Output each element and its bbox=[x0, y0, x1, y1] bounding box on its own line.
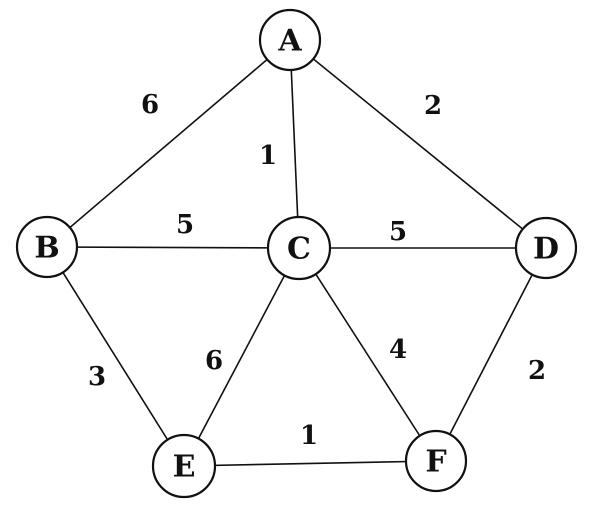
node-a-label: A bbox=[277, 24, 302, 59]
node-d-circle bbox=[514, 216, 578, 280]
node-f-label: F bbox=[425, 445, 446, 480]
weight-a-d: 2 bbox=[424, 91, 442, 121]
weight-a-c: 1 bbox=[259, 141, 277, 171]
node-d-label: D bbox=[533, 232, 559, 267]
node-d: D bbox=[514, 216, 578, 280]
edge-b-c bbox=[46, 246, 300, 249]
edge-b-e bbox=[46, 246, 185, 467]
node-e-label: E bbox=[173, 450, 196, 485]
edge-a-d bbox=[289, 39, 547, 249]
node-c-label: C bbox=[287, 232, 311, 267]
weight-e-f: 1 bbox=[300, 421, 318, 451]
node-a-circle bbox=[258, 8, 322, 72]
node-c: C bbox=[266, 215, 332, 281]
edge-c-e bbox=[183, 247, 300, 467]
weight-c-d: 5 bbox=[389, 217, 407, 247]
edge-d-f bbox=[435, 247, 547, 462]
node-c-circle bbox=[266, 215, 332, 281]
node-f: F bbox=[404, 429, 468, 493]
weight-b-e: 3 bbox=[88, 362, 106, 392]
weight-c-f: 4 bbox=[389, 335, 407, 365]
node-e: E bbox=[151, 433, 217, 499]
node-b: B bbox=[15, 215, 79, 279]
node-b-circle bbox=[15, 215, 79, 279]
node-a: A bbox=[258, 8, 322, 72]
node-e-circle bbox=[151, 433, 217, 499]
node-f-circle bbox=[404, 429, 468, 493]
edge-e-f bbox=[183, 460, 437, 467]
weight-c-e: 6 bbox=[205, 346, 223, 376]
edges bbox=[46, 39, 547, 467]
weight-d-f: 2 bbox=[528, 356, 546, 386]
edge-c-f bbox=[298, 247, 437, 462]
edge-a-b bbox=[46, 39, 291, 248]
edge-weights: 6 1 2 5 5 3 6 4 2 1 bbox=[88, 90, 546, 451]
edge-a-c bbox=[289, 39, 300, 249]
weight-a-b: 6 bbox=[141, 90, 159, 120]
weight-b-c: 5 bbox=[176, 210, 194, 240]
node-b-label: B bbox=[34, 231, 59, 266]
